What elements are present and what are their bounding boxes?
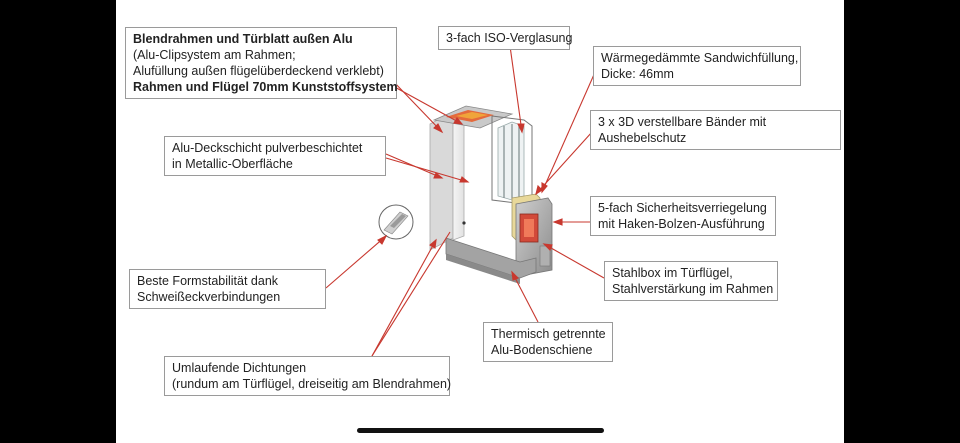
label-sandwich-line2: Dicke: 46mm [601,67,674,81]
label-baender: 3 x 3D verstellbare Bänder mit Aushebels… [590,110,841,150]
label-sandwich-line1: Wärmegedämmte Sandwichfüllung, [601,51,799,65]
label-sandwich: Wärmegedämmte Sandwichfüllung, Dicke: 46… [593,46,801,86]
label-stahlbox: Stahlbox im Türflügel, Stahlverstärkung … [604,261,778,301]
label-verriegelung: 5-fach Sicherheitsverriegelung mit Haken… [590,196,776,236]
door-sample [429,105,553,284]
label-verriegelung-line2: mit Haken-Bolzen-Ausführung [598,217,765,231]
label-dichtungen-line1: Umlaufende Dichtungen [172,361,307,375]
label-baender-line1: 3 x 3D verstellbare Bänder mit [598,115,767,129]
weld-corner-detail [378,204,414,240]
label-formstabilitaet: Beste Formstabilität dank Schweißeckverb… [129,269,326,309]
label-blendrahmen-line4: Rahmen und Flügel 70mm Kunststoffsystem [133,80,398,94]
label-stahlbox-line2: Stahlverstärkung im Rahmen [612,282,774,296]
label-verglasung-text: 3-fach ISO-Verglasung [446,31,573,45]
label-bodenschiene: Thermisch getrennte Alu-Bodenschiene [483,322,613,362]
label-dichtungen: Umlaufende Dichtungen (rundum am Türflüg… [164,356,452,396]
label-deckschicht: Alu-Deckschicht pulverbeschichtet in Met… [164,136,386,176]
label-blendrahmen-line2: (Alu-Clipsystem am Rahmen; [133,48,296,62]
label-verglasung: 3-fach ISO-Verglasung [438,26,573,50]
label-formstabilitaet-line1: Beste Formstabilität dank [137,274,279,288]
label-formstabilitaet-line2: Schweißeckverbindungen [137,290,281,304]
label-verriegelung-line1: 5-fach Sicherheitsverriegelung [598,201,767,215]
label-baender-line2: Aushebelschutz [598,131,687,145]
label-dichtungen-line2: (rundum am Türflügel, dreiseitig am Blen… [172,377,452,391]
home-indicator-bar[interactable] [357,428,604,433]
door-cross-section-illustration [325,45,605,357]
label-blendrahmen-line3: Alufüllung außen flügelüberdeckend verkl… [133,64,384,78]
label-stahlbox-line1: Stahlbox im Türflügel, [612,266,733,280]
label-bodenschiene-line1: Thermisch getrennte [491,327,606,341]
label-deckschicht-line1: Alu-Deckschicht pulverbeschichtet [172,141,363,155]
label-blendrahmen-title: Blendrahmen und Türblatt außen Alu [133,32,353,46]
label-blendrahmen: Blendrahmen und Türblatt außen Alu (Alu-… [125,27,398,99]
diagram-canvas: Blendrahmen und Türblatt außen Alu (Alu-… [116,0,844,443]
label-deckschicht-line2: in Metallic-Oberfläche [172,157,293,171]
label-bodenschiene-line2: Alu-Bodenschiene [491,343,593,357]
